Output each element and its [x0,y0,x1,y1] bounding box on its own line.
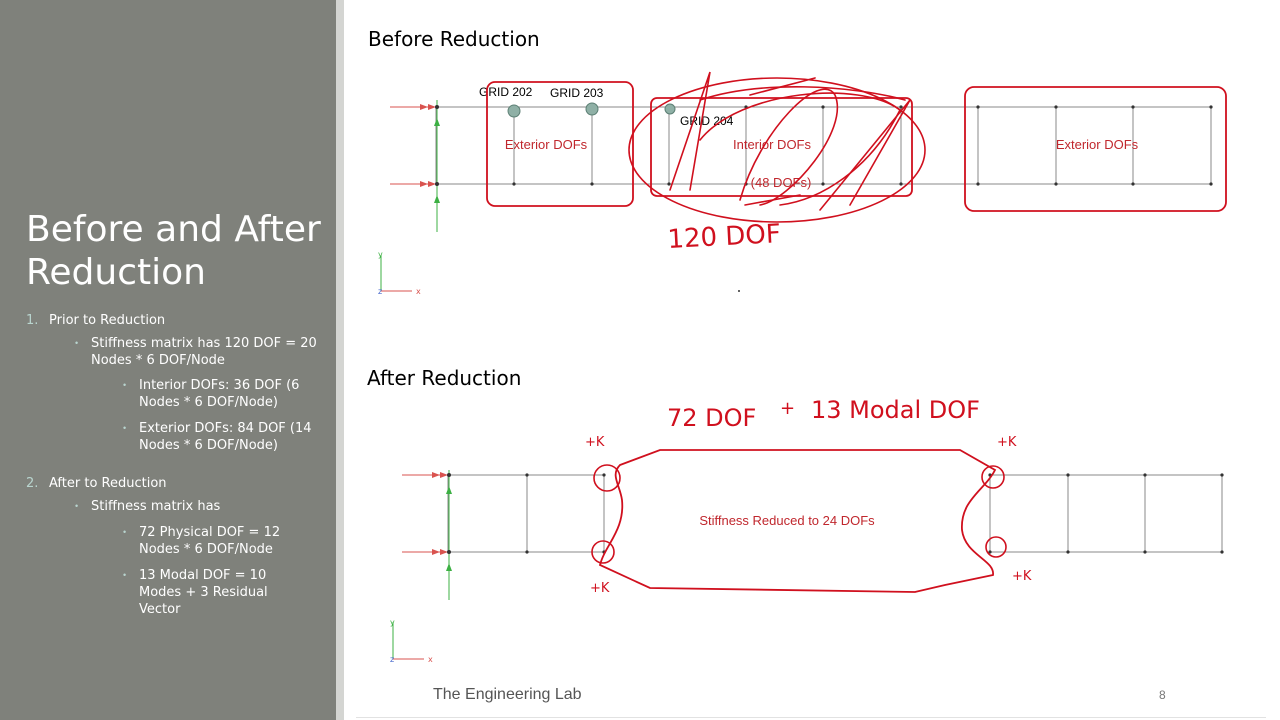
svg-text:72 DOF: 72 DOF [667,404,756,432]
slide-title: Before and After Reduction [26,209,321,293]
before-heading: Before Reduction [368,27,540,51]
grid-node-icons [507,102,676,118]
handwritten-note: 120 DOF [667,219,782,255]
after-heading: After Reduction [367,366,522,390]
after-boundary-arrows [402,470,452,600]
region-label: (48 DOFs) [751,175,812,190]
node-circle-annotations [591,464,1007,564]
svg-text:+K: +K [1012,569,1032,584]
bullet-icon: • [75,338,79,348]
sidebar-edge [336,0,344,720]
svg-text:z: z [390,655,394,664]
bullet-icon: • [123,423,127,433]
after-mesh [447,474,1223,553]
footer-label: The Engineering Lab [433,686,582,703]
region-label: Exterior DOFs [505,137,588,152]
svg-text:+: + [780,398,795,419]
svg-text:z: z [378,287,382,296]
reduced-region-outline [598,449,997,593]
outline-item: Exterior DOFs: 84 DOF (14 Nodes * 6 DOF/… [139,421,312,453]
outline-item: Stiffness matrix has [91,499,221,514]
sidebar-panel [0,0,336,720]
svg-text:y: y [378,250,383,259]
svg-text:y: y [390,618,395,627]
outline-item: Prior to Reduction [49,313,166,328]
scribble-annotation [628,71,926,223]
outline-item: 72 Physical DOF = 12 Nodes * 6 DOF/Node [139,525,281,557]
svg-text:+K: +K [997,435,1017,450]
before-mesh-nodes [512,105,1213,186]
region-label: Stiffness Reduced to 24 DOFs [699,513,875,528]
bullet-icon: • [123,570,127,580]
grid-label: GRID 203 [550,86,604,100]
outline-number: 1. [26,313,39,328]
handwritten-note: 72 DOF + 13 Modal DOF +K +K +K +K [585,396,1032,596]
outline-item: 13 Modal DOF = 10 Modes + 3 Residual Vec… [139,568,268,617]
bullet-icon: • [75,501,79,511]
outline-number: 2. [26,476,39,491]
before-boundary-arrows [390,100,440,232]
page-number: 8 [1159,688,1166,702]
outline-item: Interior DOFs: 36 DOF (6 Nodes * 6 DOF/N… [139,378,300,410]
axis-triad-icon: y z x [390,618,433,664]
svg-text:13 Modal DOF: 13 Modal DOF [811,396,980,424]
outline-item: After to Reduction [49,476,167,491]
svg-text:x: x [428,655,433,664]
divider [356,717,1266,718]
axis-triad-icon: y z x [378,250,421,296]
grid-label: GRID 204 [680,114,734,128]
bullet-icon: • [123,380,127,390]
grid-label: GRID 202 [479,85,533,99]
region-label: Interior DOFs [733,137,812,152]
svg-text:+K: +K [590,581,610,596]
outline-item: Stiffness matrix has 120 DOF = 20 Nodes … [91,336,317,368]
bullet-icon: • [123,527,127,537]
svg-text:+K: +K [585,435,605,450]
region-label: Exterior DOFs [1056,137,1139,152]
svg-text:x: x [416,287,421,296]
